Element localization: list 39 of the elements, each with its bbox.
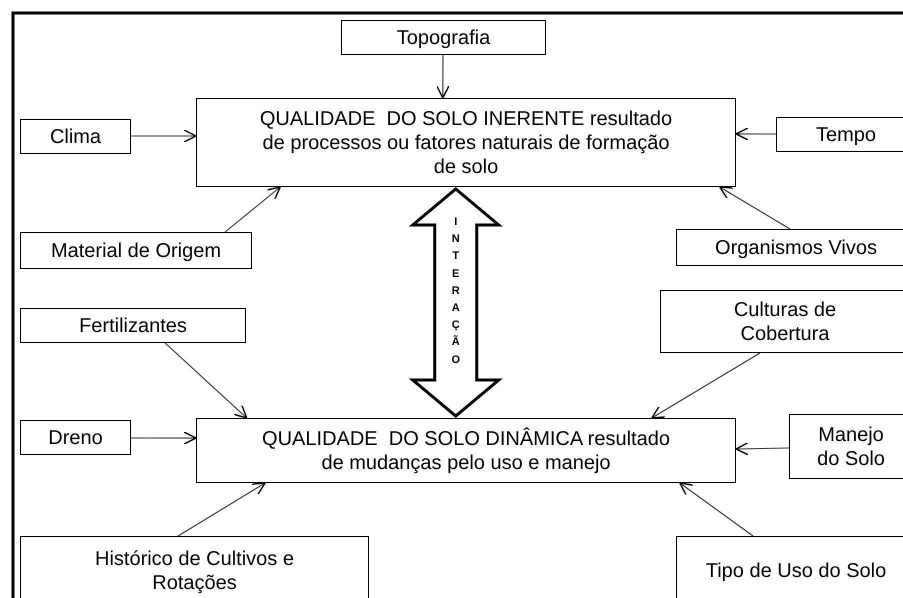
arrow (131, 431, 197, 445)
arrow (436, 55, 450, 99)
box (776, 117, 903, 152)
double-arrow (408, 187, 503, 418)
box (20, 232, 252, 269)
arrow (131, 129, 197, 143)
node-text: Dreno (48, 426, 103, 450)
arrow (224, 186, 281, 232)
arrow (651, 352, 760, 419)
node-text: QUALIDADE DO SOLO INERENTE resultado de processos ou fatores naturais de formação de solo (258, 106, 674, 178)
box (676, 536, 903, 598)
edge-label: INTERAÇÃO (451, 215, 460, 368)
arrow (735, 442, 790, 456)
node-text: Histórico de Cultivos e Rotações (94, 547, 295, 595)
box (660, 290, 903, 353)
box (20, 308, 246, 343)
box (341, 20, 546, 55)
box (196, 98, 736, 187)
node-text: Material de Origem (50, 238, 222, 262)
node-text: QUALIDADE DO SOLO DINÂMICA resultado de mudanças pelo uso e manejo (261, 426, 671, 474)
node-text: Fertilizantes (79, 314, 187, 338)
node-text: Culturas de Cobertura (732, 298, 838, 346)
arrow (679, 482, 754, 536)
box (20, 119, 131, 154)
arrow (178, 482, 266, 536)
node-text: Topografia (396, 26, 490, 50)
node-text: Organismos Vivos (715, 236, 877, 260)
box (196, 418, 736, 483)
arrow (164, 342, 248, 419)
box (20, 420, 131, 455)
arrow (735, 127, 776, 141)
arrow (719, 186, 790, 230)
node-text: Tempo (816, 122, 876, 146)
node-text: Clima (50, 124, 102, 148)
node-text: Tipo de Uso do Solo (706, 559, 886, 583)
box (676, 229, 903, 266)
box (20, 536, 369, 598)
box (789, 414, 903, 479)
node-text: Manejo do Solo (816, 422, 886, 470)
